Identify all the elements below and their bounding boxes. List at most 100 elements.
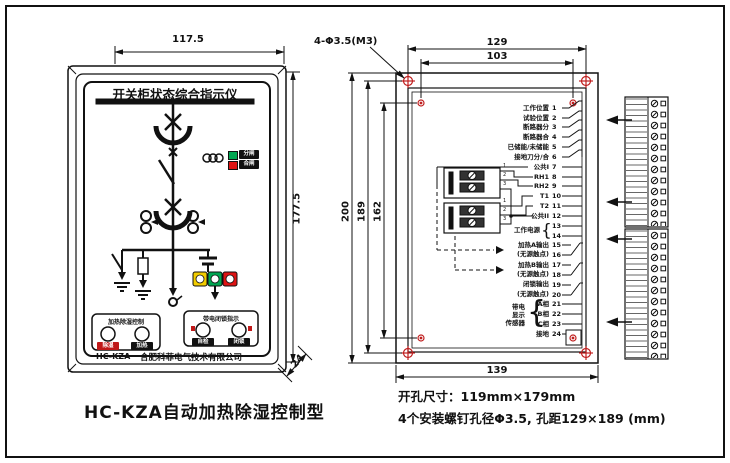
pin-number: 1 [503, 163, 507, 169]
sensor-label-1: 带电 [512, 303, 525, 311]
drawing-border [5, 5, 725, 458]
terminal-label: 接地 [536, 330, 549, 338]
mounting-note: 4个安装螺钉孔径Φ3.5, 孔距129×189 (mm) [398, 411, 666, 426]
terminal-number: 1 [552, 104, 557, 112]
terminal-number: 21 [552, 300, 562, 308]
terminal-label: 断路器合 [523, 133, 549, 141]
legend-red-label: 合闸 [239, 160, 259, 169]
heatA-label-1: 加热A输出 [517, 241, 549, 249]
rear-outline [395, 72, 599, 364]
sensor-label-2: 显示 [512, 311, 525, 319]
terminal-number: 9 [552, 182, 557, 190]
sensor-connector-2 [443, 202, 501, 234]
hole-spec-label: 4-Φ3.5(M3) [314, 36, 378, 47]
terminal-number: 8 [552, 173, 557, 181]
terminal-label: RH1 [534, 173, 549, 181]
sensor-label-3: 传感器 [505, 319, 526, 327]
contact-blade-rows [562, 100, 583, 158]
heatA-label-2: (无源触点) [517, 250, 549, 258]
pin-number: 1 [503, 198, 507, 204]
busbar [95, 98, 255, 105]
rear-dim-139: 139 [486, 365, 508, 376]
terminal-label: 接地刀分/合 [514, 153, 549, 161]
legend-green-swatch [228, 151, 238, 160]
rear-dim-103: 103 [486, 51, 508, 62]
terminal-number: 2 [552, 114, 557, 122]
terminal-number: 20 [552, 291, 562, 299]
terminal-number: 5 [552, 143, 557, 151]
strip-pointer-arrows [606, 115, 632, 327]
pin-number: 2 [503, 207, 507, 213]
mimic-diagram [91, 98, 259, 351]
sensor-group-brace: { [527, 295, 547, 330]
rear-dim-200: 200 [340, 201, 352, 222]
heater-box-title: 加热除湿控制 [107, 319, 144, 326]
heatB-label-2: (无源触点) [517, 270, 549, 278]
heater-left-button-label: 除湿 [97, 342, 119, 350]
terminal-number: 11 [552, 202, 562, 210]
rear-dim-162: 162 [372, 201, 384, 222]
terminal-number: 13 [552, 222, 562, 230]
breaker-icon [153, 113, 193, 146]
terminal-number: 23 [552, 320, 562, 328]
terminal-number: 12 [552, 212, 562, 220]
terminal-label: 工作位置 [523, 104, 549, 112]
live-left-button-label: 自检 [192, 338, 214, 346]
drawing-caption: HC-KZA自动加热除湿控制型 [84, 403, 325, 423]
company-name: 合肥科菲电气技术有限公司 [139, 353, 242, 363]
pin-number: 2 [503, 172, 507, 178]
terminal-label: 断路器分 [523, 123, 549, 131]
terminal-label: T2 [540, 202, 549, 210]
terminal-strip [624, 96, 669, 360]
fuse-icon [135, 250, 151, 300]
model-label: HC-KZA [96, 352, 131, 361]
terminal-number: 6 [552, 153, 557, 161]
live-right-button-label: 闭锁 [228, 338, 250, 346]
terminal-number: 7 [552, 163, 557, 171]
terminal-label: 试验位置 [523, 114, 549, 122]
brand-logo-icon [202, 153, 224, 163]
rear-dim-129: 129 [486, 37, 508, 48]
pin-number: 3 [503, 181, 507, 187]
front-height-dim: 177.5 [291, 192, 303, 225]
output-contact-pairs [562, 242, 583, 296]
terminal-number: 3 [552, 123, 557, 131]
terminal-number: 24 [552, 330, 562, 338]
phase-lamp-icons [192, 271, 238, 287]
rear-dimensions [348, 45, 599, 383]
terminal-label: 公共II [531, 212, 549, 220]
rear-dim-189: 189 [356, 201, 368, 222]
terminal-number: 14 [552, 232, 562, 240]
terminal-number: 16 [552, 251, 562, 259]
lock-label-2: (无源触点) [517, 290, 549, 298]
front-dimensions [114, 46, 313, 383]
terminal-number: 22 [552, 310, 562, 318]
terminal-label: T1 [540, 192, 549, 200]
heater-right-button-label: 加热 [131, 342, 153, 350]
terminal-number: 18 [552, 271, 562, 279]
live-display-branch [199, 250, 219, 300]
cable-outgoing-icon [168, 250, 183, 307]
heatB-label-1: 加热B输出 [518, 261, 549, 269]
lock-label-1: 闭锁输出 [523, 280, 549, 288]
heater-control-box-outline [91, 313, 161, 351]
terminal-label: C相 [537, 320, 549, 328]
pin-number: 3 [503, 216, 507, 222]
front-bezel [67, 65, 287, 373]
heater-output-leaders [436, 185, 494, 271]
terminal-label: B相 [537, 310, 549, 318]
legend-green-label: 分闸 [239, 150, 259, 159]
terminal-label: 公共I [533, 163, 549, 171]
panel-title: 开关柜状态综合指示仪 [112, 87, 238, 102]
terminal-number: 19 [552, 281, 562, 289]
cutout-size-note: 开孔尺寸：119mm×179mm [398, 389, 576, 404]
legend-red-swatch [228, 161, 238, 170]
live-lock-box-outline [183, 310, 259, 347]
earth-switch-icon [111, 250, 130, 292]
terminal-label: RH2 [534, 182, 549, 190]
power-group-brace: { [541, 221, 552, 241]
front-width-dim: 117.5 [172, 34, 204, 45]
terminal-number: 10 [552, 192, 562, 200]
power-group-label: 工作电源 [514, 226, 540, 234]
